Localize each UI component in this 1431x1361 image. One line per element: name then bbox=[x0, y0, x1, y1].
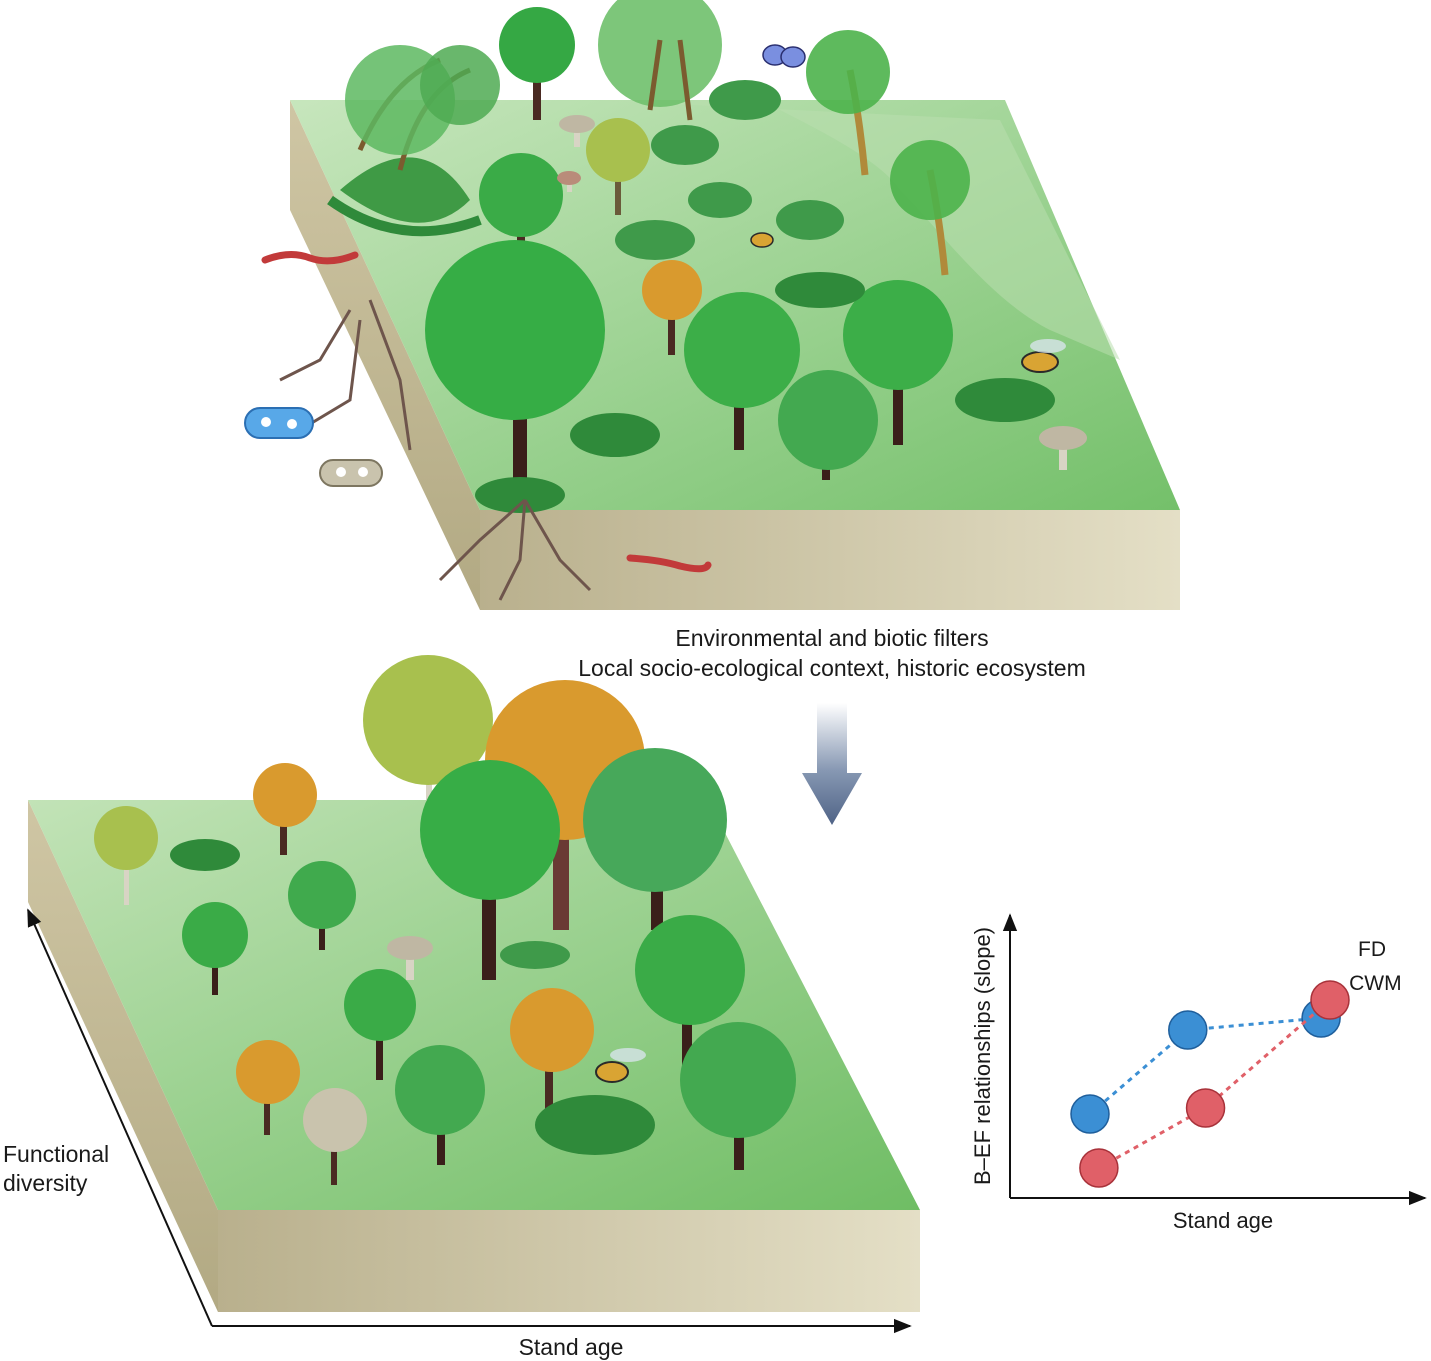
functional-diversity-label-2: diversity bbox=[3, 1170, 88, 1196]
chart-marks: CWM FD bbox=[1070, 938, 1402, 1188]
fd-legend-label: FD bbox=[1358, 938, 1386, 961]
fd-point-1 bbox=[1079, 1148, 1119, 1188]
fd-point-3 bbox=[1310, 980, 1350, 1020]
lower-trees bbox=[94, 655, 796, 1185]
cwm-point-2 bbox=[1168, 1010, 1208, 1050]
upper-trees bbox=[425, 7, 953, 480]
bee-icon bbox=[750, 232, 774, 248]
bee-icon bbox=[595, 1048, 646, 1083]
cwm-legend-label: CWM bbox=[1349, 972, 1401, 995]
coconut-palm-1 bbox=[806, 30, 890, 176]
fd-point-2 bbox=[1185, 1088, 1226, 1128]
upper-block-front bbox=[480, 510, 1180, 610]
upper-block-side bbox=[290, 100, 480, 610]
lower-shrubs bbox=[170, 839, 655, 1155]
functional-diversity-axis bbox=[27, 908, 213, 1327]
mushrooms bbox=[557, 115, 1087, 470]
down-arrow-icon bbox=[802, 703, 862, 825]
palm-cluster-2 bbox=[598, 0, 722, 121]
lower-mushroom bbox=[387, 936, 433, 980]
cwm-series-line bbox=[1089, 1016, 1322, 1116]
chart-y-label: B–EF relationships (slope) bbox=[970, 927, 995, 1185]
filters-line-1: Environmental and biotic filters bbox=[675, 625, 988, 651]
lower-block-front bbox=[218, 1210, 920, 1312]
roots bbox=[279, 299, 592, 601]
bee-icon bbox=[1021, 339, 1066, 373]
lower-block-side bbox=[28, 800, 218, 1312]
upper-clearing-patch bbox=[590, 100, 1120, 360]
grey-microbe-icon bbox=[319, 459, 383, 487]
earthworm-icon bbox=[626, 554, 712, 573]
chart-x-label: Stand age bbox=[1173, 1208, 1273, 1233]
blue-microbe-icon bbox=[244, 407, 314, 439]
filters-line-2: Local socio-ecological context, historic… bbox=[578, 655, 1086, 681]
palm-cluster bbox=[327, 45, 500, 237]
coconut-palm-2 bbox=[890, 140, 970, 276]
lower-forest-block bbox=[28, 655, 920, 1312]
fd-series-line bbox=[1098, 998, 1331, 1170]
functional-diversity-label-1: Functional bbox=[3, 1141, 109, 1167]
earthworm-icon bbox=[261, 251, 359, 265]
cwm-point-1 bbox=[1070, 1094, 1110, 1134]
stand-age-label: Stand age bbox=[519, 1334, 624, 1360]
bef-chart: B–EF relationships (slope) Stand age CWM… bbox=[970, 913, 1427, 1233]
upper-shrubs bbox=[475, 80, 1055, 513]
upper-forest-block bbox=[244, 0, 1180, 610]
butterfly-icon bbox=[762, 44, 806, 68]
